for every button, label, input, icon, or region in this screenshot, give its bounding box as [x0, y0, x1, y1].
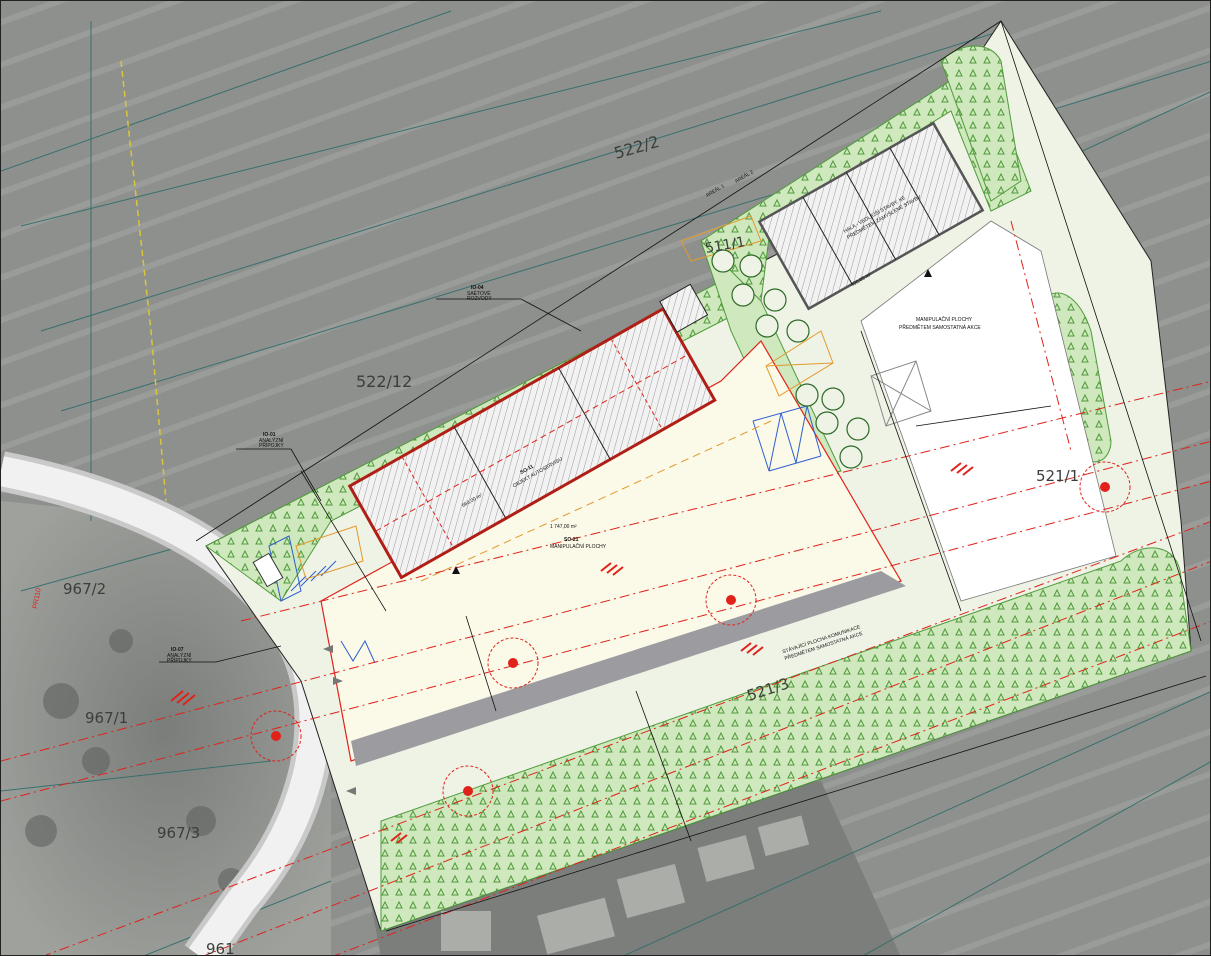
callout-line2: PŘÍPOJKY — [167, 656, 192, 664]
parcel-label: 521/1 — [1036, 467, 1079, 485]
callout-code: IO-04 — [471, 285, 484, 291]
traffic-arrows — [323, 645, 356, 795]
callout-line1: ANALÝZNÍ — [259, 437, 284, 444]
manip-area-east — [860, 220, 1117, 602]
manip-line2: PŘEDMĚTEM SAMOSTATNÁ AKCE — [899, 323, 981, 331]
parcel-label: 511/1 — [704, 234, 747, 257]
callout-line2: PŘÍPOJKY — [259, 441, 284, 449]
utility-lines — [1, 220, 1210, 955]
aerial-trees — [25, 629, 244, 894]
callout-line1: SAÉTOVÉ — [467, 290, 491, 297]
parcel-label: 522/12 — [356, 372, 412, 391]
so21-name: MANIPULAČNÍ PLOCHY — [550, 543, 607, 550]
road-sign-label: PR110 — [32, 587, 43, 609]
parcel-label: 967/3 — [157, 824, 200, 842]
so21-code: SO-21 — [564, 537, 579, 543]
callouts: IO-04 SAÉTOVÉ ROZVODY IO-01 ANALÝZNÍ PŘÍ… — [159, 285, 582, 664]
callout-line1: ANALÝZNÍ — [167, 652, 192, 659]
orange-lines — [295, 215, 834, 582]
waste-container — [252, 552, 284, 588]
aerial-village-south — [361, 781, 901, 955]
so21-area: 1 747,00 m² — [550, 524, 577, 530]
callout-code: IO-01 — [263, 432, 276, 438]
aerial-village-west — [1, 501, 331, 955]
building-so11[interactable] — [347, 306, 717, 580]
dimension-lines — [195, 20, 1207, 932]
utility-poles — [250, 461, 1131, 817]
yellow-boundary — [120, 60, 167, 502]
north-arrows — [452, 269, 932, 574]
tree-symbols — [711, 249, 870, 469]
gray-strip — [351, 571, 906, 766]
callout-code: IO-07 — [171, 647, 184, 653]
aerial-houses — [441, 815, 810, 955]
small-annex — [659, 283, 709, 333]
parcel-label: 967/1 — [85, 709, 128, 727]
red-hatch-marks — [170, 462, 974, 844]
manip-line1: MANIPULAČNÍ PLOCHY — [916, 316, 973, 323]
parcel-label: 967/2 — [63, 580, 106, 598]
parcel-label: 961 — [206, 940, 235, 956]
callout-line2: ROZVODY — [467, 296, 492, 302]
building-hall[interactable] — [757, 121, 985, 311]
